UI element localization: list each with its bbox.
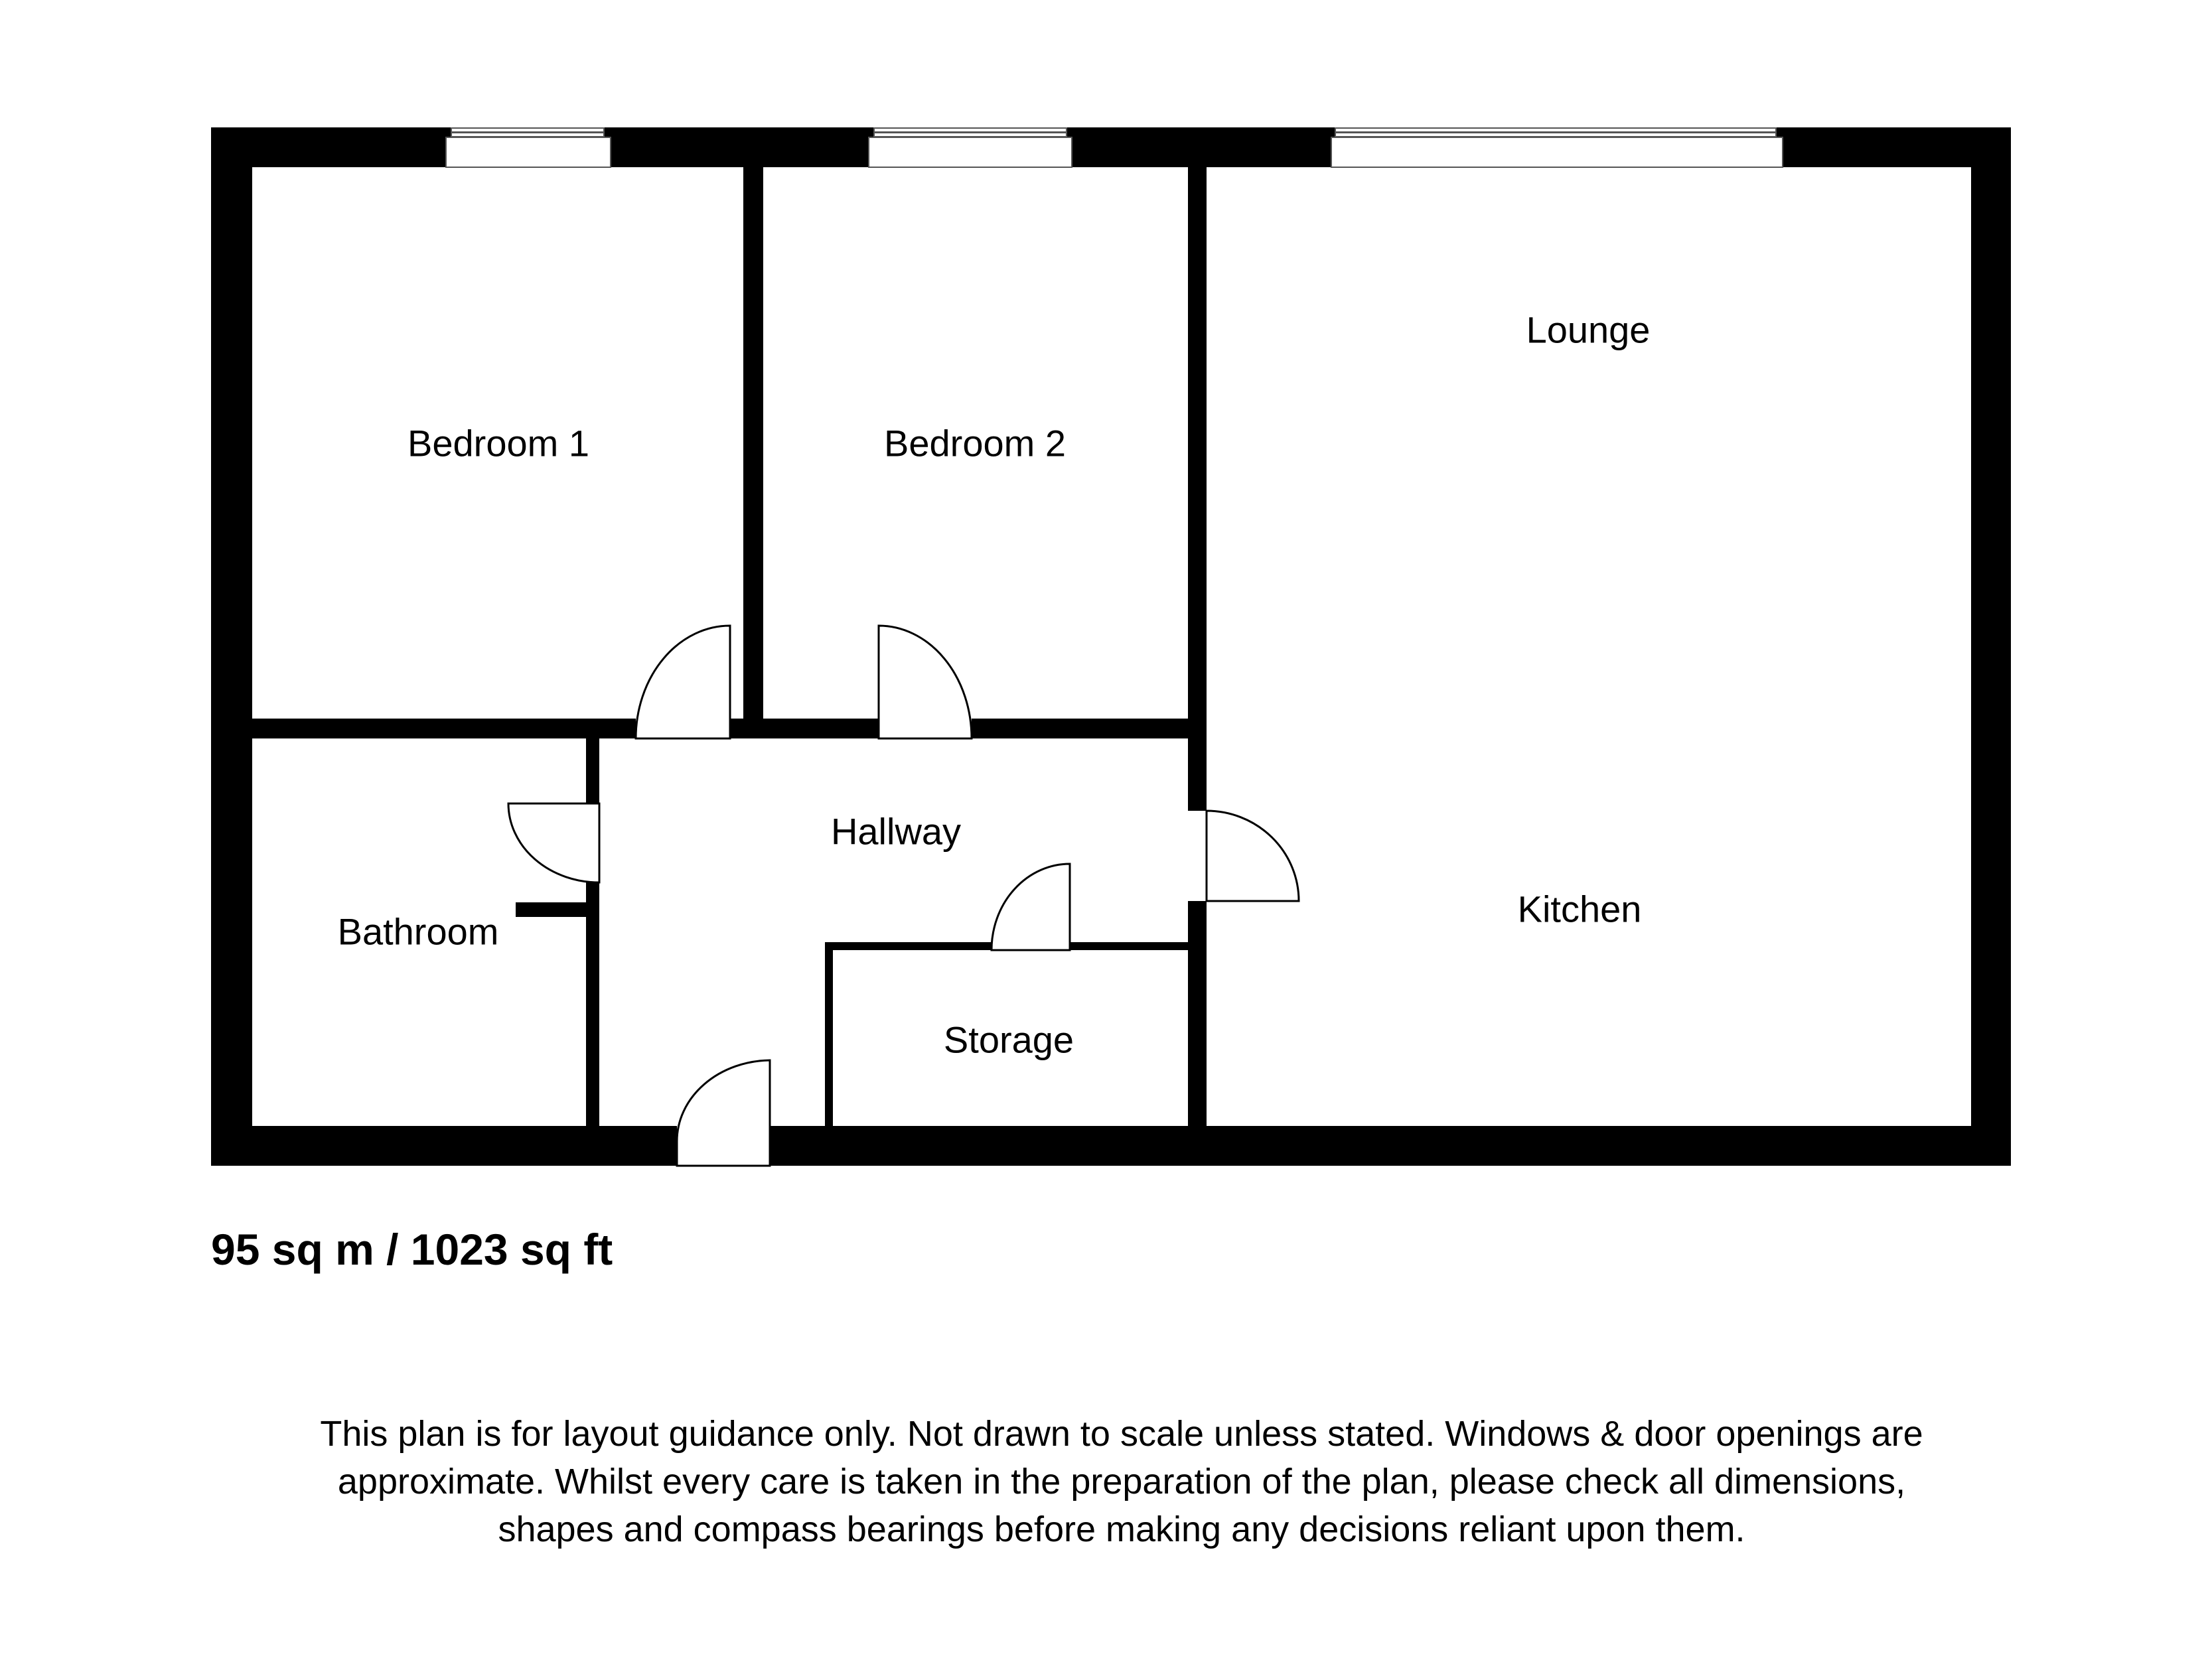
outer-walls (211, 127, 2011, 1166)
windows (445, 127, 1783, 168)
room-label-bedroom-1: Bedroom 1 (407, 422, 589, 464)
disclaimer-line: approximate. Whilst every care is taken … (337, 1462, 1906, 1501)
door-bathroom (507, 802, 601, 884)
room-label-lounge: Lounge (1526, 309, 1651, 351)
doors (507, 624, 1300, 1167)
total-area: 95 sq m / 1023 sq ft (211, 1225, 613, 1274)
room-label-hallway: Hallway (830, 810, 962, 853)
window-bedroom-2 (868, 127, 1072, 168)
room-label-bedroom-2: Bedroom 2 (884, 422, 1066, 464)
window-bedroom-1 (445, 127, 611, 168)
door-entrance (676, 1059, 771, 1167)
door-storage (990, 863, 1071, 951)
room-label-bathroom: Bathroom (337, 910, 499, 953)
door-kitchen (1205, 809, 1300, 902)
door-bedroom-2 (877, 624, 973, 740)
room-label-kitchen: Kitchen (1517, 888, 1642, 930)
window-lounge (1331, 127, 1783, 168)
disclaimer-line: This plan is for layout guidance only. N… (320, 1414, 1923, 1454)
room-label-storage: Storage (943, 1018, 1074, 1061)
disclaimer-line: shapes and compass bearings before makin… (498, 1509, 1745, 1549)
interior-walls (252, 167, 1207, 1127)
door-bedroom-1 (634, 624, 731, 740)
disclaimer: This plan is for layout guidance only. N… (226, 1410, 2018, 1553)
